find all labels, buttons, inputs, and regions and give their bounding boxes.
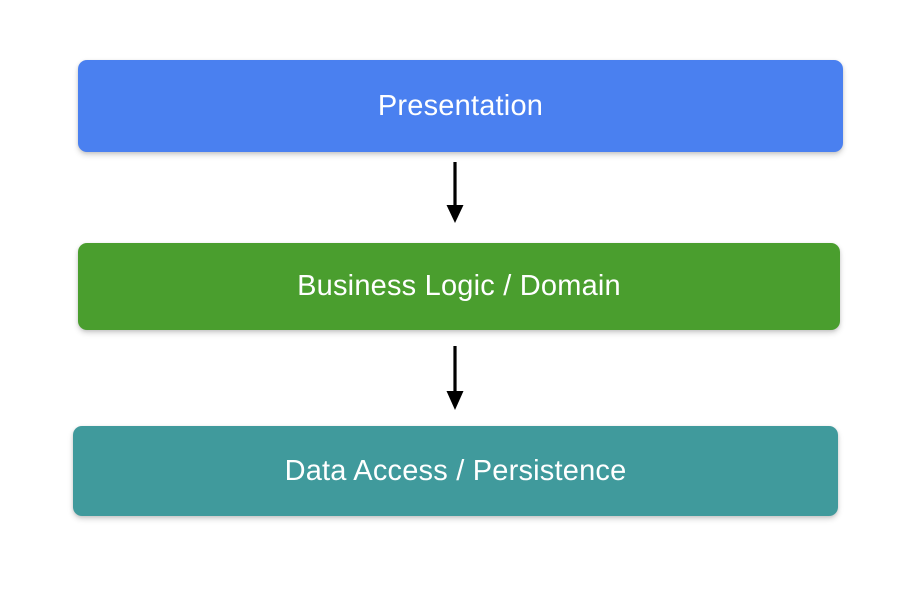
layer-box-presentation[interactable]: Presentation <box>78 60 843 152</box>
layer-box-data-access[interactable]: Data Access / Persistence <box>73 426 838 516</box>
arrow-business-logic-to-data-access-icon <box>446 346 464 410</box>
arrow-presentation-to-business-logic-icon <box>446 162 464 223</box>
layer-label-business-logic: Business Logic / Domain <box>297 270 621 302</box>
layer-label-data-access: Data Access / Persistence <box>284 454 627 487</box>
layer-box-business-logic[interactable]: Business Logic / Domain <box>78 243 840 330</box>
layer-label-presentation: Presentation <box>377 89 544 122</box>
